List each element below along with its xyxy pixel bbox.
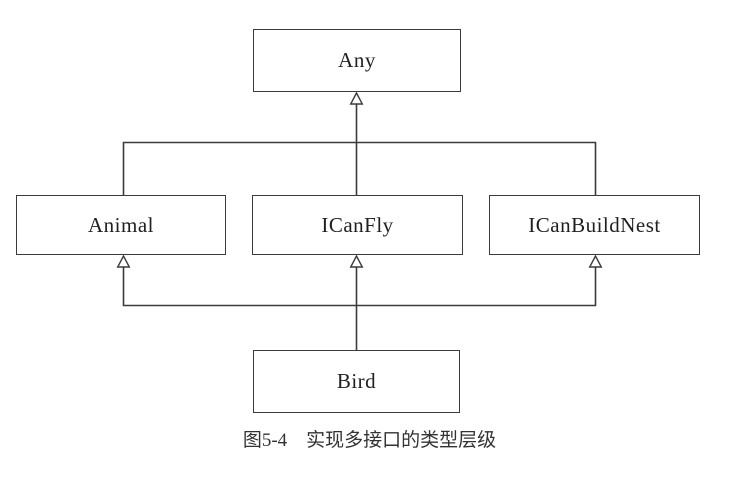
class-box-icanbuildnest: ICanBuildNest [489,195,700,255]
generalization-arrow-icon-animal [116,254,131,268]
generalization-arrow-icon-icanbuildnest [588,254,603,268]
figure-caption: 图5-4 实现多接口的类型层级 [0,425,739,452]
class-label-bird: Bird [336,369,377,393]
connector-bird-to-animal-icanbuildnest [122,267,597,307]
class-box-bird: Bird [253,350,460,413]
figure-caption-number: 图5-4 [242,430,288,451]
class-label-any: Any [338,48,376,72]
figure-caption-text: 实现多接口的类型层级 [306,430,497,451]
class-label-animal: Animal [88,212,154,237]
generalization-arrow-icon-icanfly [349,254,364,268]
connector-animal-icanbuildnest-to-any [122,141,597,195]
class-box-animal: Animal [16,195,226,255]
class-label-icanfly: ICanFly [321,212,394,237]
generalization-arrow-icon-any [349,91,364,105]
class-box-icanfly: ICanFly [252,195,463,255]
class-box-any: Any [253,29,461,92]
class-label-icanbuildnest: ICanBuildNest [528,212,661,237]
